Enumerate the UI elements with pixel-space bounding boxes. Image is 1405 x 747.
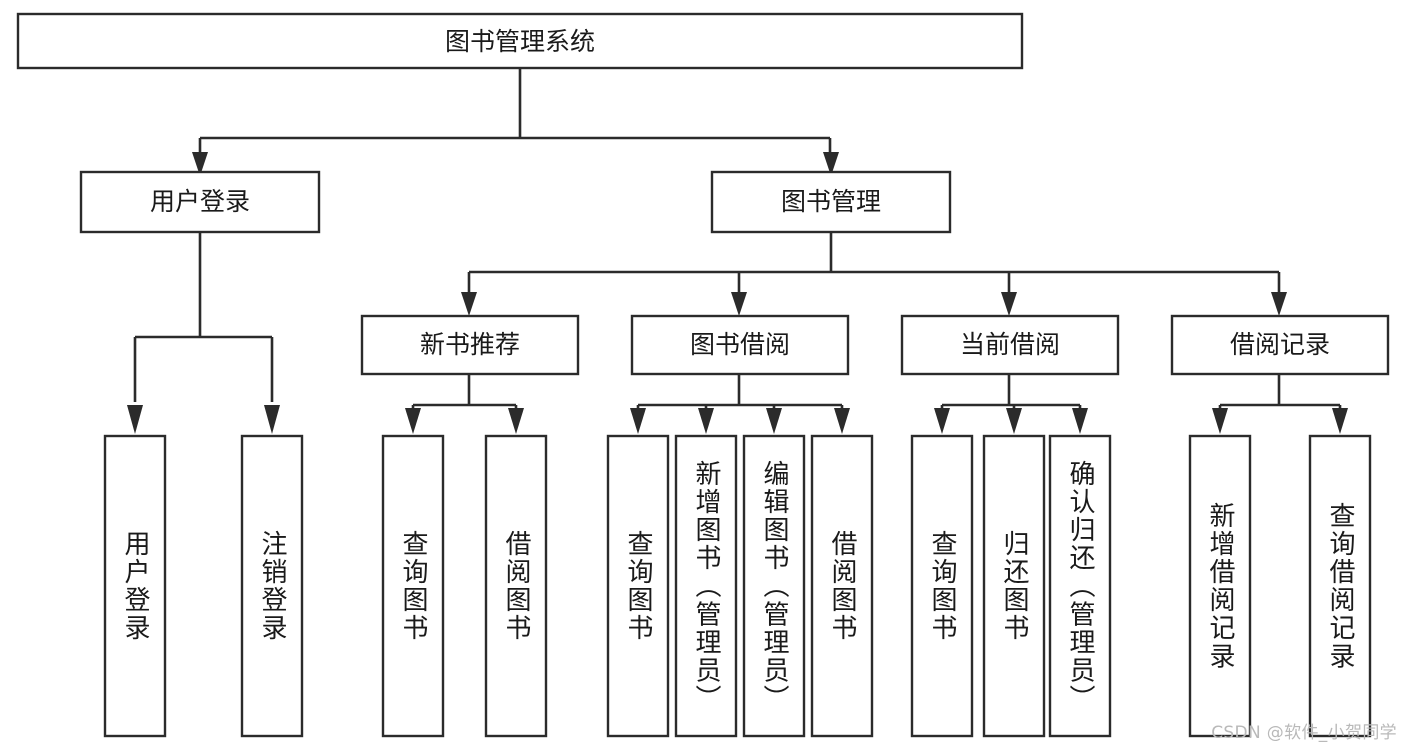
- arrow-to-current-borrow: [1001, 292, 1017, 316]
- node-leaf-add-borrow-record-box[interactable]: [1188, 434, 1252, 738]
- arrow-to-leaf-add-borrow-record: [1212, 408, 1228, 434]
- arrow-to-leaf-confirm-return-admin: [1072, 408, 1088, 434]
- node-leaf-borrow-book-rec-box[interactable]: [484, 434, 548, 738]
- arrow-to-leaf-query-book-rec: [405, 408, 421, 434]
- edge-bookborrow-to-leaves: [636, 374, 844, 412]
- node-leaf-query-borrow-record-box[interactable]: [1308, 434, 1372, 738]
- node-leaf-query-book-borrow-box[interactable]: [606, 434, 670, 738]
- node-book-management-label: 图书管理: [781, 187, 881, 216]
- arrow-to-book-management: [823, 152, 839, 176]
- node-leaf-edit-book-admin-box[interactable]: [742, 434, 806, 738]
- node-current-borrow-box[interactable]: [900, 314, 1120, 376]
- node-root-label: 图书管理系统: [445, 27, 595, 56]
- node-leaf-return-book-box[interactable]: [982, 434, 1046, 738]
- node-book-management-box[interactable]: [710, 170, 952, 234]
- arrow-to-leaf-query-book-current: [934, 408, 950, 434]
- edge-borrowrecords-to-leaves: [1218, 374, 1342, 412]
- arrow-to-leaf-logout: [264, 405, 280, 434]
- node-leaf-user-login-box[interactable]: [103, 434, 167, 738]
- node-book-borrow-box[interactable]: [630, 314, 850, 376]
- node-book-borrow-label: 图书借阅: [690, 330, 790, 359]
- connector-layer: [127, 68, 1348, 434]
- arrow-to-user-login: [192, 152, 208, 176]
- arrow-to-leaf-borrow-book-rec: [508, 408, 524, 434]
- node-leaf-confirm-return-admin-box[interactable]: [1048, 434, 1112, 738]
- node-current-borrow-label: 当前借阅: [960, 330, 1060, 359]
- node-leaf-borrow-book-box[interactable]: [810, 434, 874, 738]
- node-leaf-add-book-admin-box[interactable]: [674, 434, 738, 738]
- csdn-watermark: CSDN @软件_小贺同学: [1211, 723, 1397, 743]
- arrow-to-leaf-query-book-borrow: [630, 408, 646, 434]
- edge-currentborrow-to-leaves: [940, 374, 1082, 412]
- arrow-to-borrow-records: [1271, 292, 1287, 316]
- arrow-to-leaf-borrow-book: [834, 408, 850, 434]
- node-borrow-records-label: 借阅记录: [1230, 330, 1330, 359]
- arrow-to-book-borrow: [731, 292, 747, 316]
- node-new-book-recommend-box[interactable]: [360, 314, 580, 376]
- arrow-to-leaf-user-login: [127, 405, 143, 434]
- edge-bookmgmt-to-level3-trunk: [467, 232, 1281, 298]
- node-leaf-logout-box[interactable]: [240, 434, 304, 738]
- node-leaf-query-book-rec-box[interactable]: [381, 434, 445, 738]
- node-user-login-box[interactable]: [79, 170, 321, 234]
- arrow-to-leaf-add-book-admin: [698, 408, 714, 434]
- arrow-to-new-book-recommend: [461, 292, 477, 316]
- node-borrow-records-box[interactable]: [1170, 314, 1390, 376]
- arrow-to-leaf-query-borrow-record: [1332, 408, 1348, 434]
- node-new-book-recommend-label: 新书推荐: [420, 330, 520, 359]
- edge-userlogin-to-leaves: [133, 232, 274, 402]
- node-user-login-label: 用户登录: [150, 187, 250, 216]
- arrow-to-leaf-return-book: [1006, 408, 1022, 434]
- arrow-to-leaf-edit-book-admin: [766, 408, 782, 434]
- node-root-box[interactable]: [16, 12, 1024, 70]
- edge-root-to-level2-trunk: [198, 68, 832, 160]
- node-layer: 图书管理系统 用户登录 图书管理 新书推荐 图书借阅 当前借阅 借阅记录: [16, 12, 1390, 738]
- edge-newbook-to-leaves: [411, 374, 518, 412]
- node-leaf-query-book-current-box[interactable]: [910, 434, 974, 738]
